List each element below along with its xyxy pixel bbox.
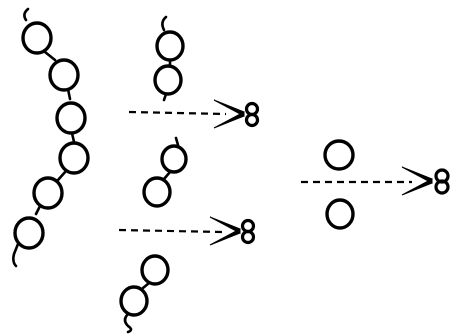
- bead: [157, 32, 183, 60]
- chain-end-stub: [13, 244, 18, 266]
- bead: [34, 178, 62, 208]
- bead: [327, 200, 353, 228]
- bead: [144, 178, 170, 206]
- bead-link: [36, 206, 40, 214]
- bead: [60, 143, 88, 173]
- lower-short-chain: [121, 256, 168, 332]
- bead: [23, 23, 51, 53]
- dashed-cut-line: [129, 112, 226, 114]
- scissors-icon: [214, 100, 258, 128]
- bead: [142, 256, 168, 284]
- bead-link: [45, 52, 55, 60]
- upper-short-chain: [155, 17, 183, 100]
- bead: [57, 103, 85, 133]
- scissors-icon: [402, 167, 448, 195]
- bead-link: [143, 283, 149, 288]
- dashed-cut-line: [119, 230, 222, 232]
- bead: [155, 66, 181, 94]
- bead-link: [164, 172, 170, 179]
- bead: [121, 287, 147, 315]
- chain-end-stub: [125, 314, 131, 332]
- cut-2: [119, 217, 254, 245]
- long-chain: [13, 9, 88, 266]
- bead-link: [58, 171, 66, 180]
- bead: [325, 141, 353, 169]
- bead: [162, 146, 186, 172]
- cut-1: [129, 100, 258, 128]
- bead: [50, 60, 78, 90]
- chain-end-stub: [162, 17, 166, 30]
- chain-end-stub: [176, 138, 178, 145]
- chain-end-stub: [24, 9, 28, 20]
- cut-3: [301, 167, 448, 195]
- middle-short-chain: [144, 138, 186, 206]
- separated-beads: [325, 141, 353, 228]
